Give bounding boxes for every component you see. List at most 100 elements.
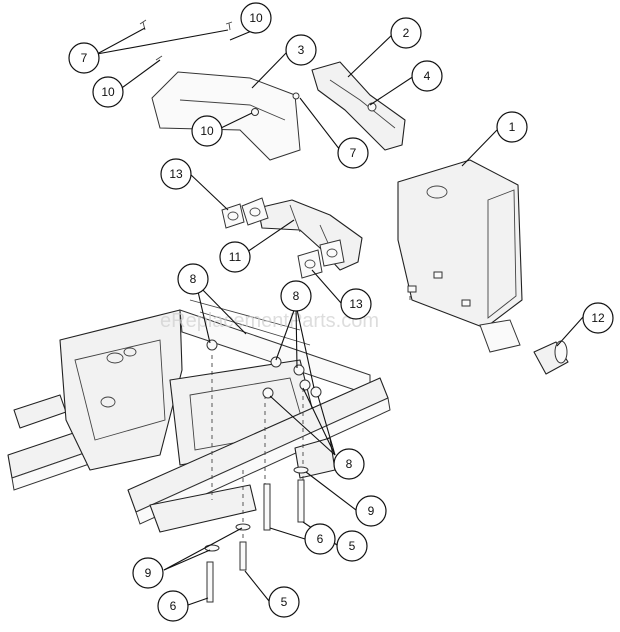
callout-8c: 8 (333, 448, 365, 480)
bolt-5-upper (297, 479, 305, 523)
callout-8b: 8 (280, 280, 312, 312)
gasket-upper-2 (241, 197, 269, 226)
gasket-lower-2-hole (326, 248, 338, 258)
leader-13b (311, 269, 342, 304)
bolt-6-upper (263, 483, 271, 531)
leader-8c-3 (317, 395, 336, 456)
callout-10c-label: 10 (200, 124, 214, 138)
gasket-upper-2-hole (249, 207, 261, 217)
bracket-screw (251, 108, 259, 116)
shield-bolt-2 (407, 285, 417, 293)
washer-10-left (155, 55, 163, 61)
callout-9a: 9 (355, 495, 387, 527)
tailpipe-mouth (554, 340, 568, 364)
callout-13b: 13 (340, 288, 372, 320)
callout-9a-label: 9 (368, 504, 375, 518)
callout-9b-label: 9 (145, 566, 152, 580)
heat-shield-body (311, 61, 406, 151)
leader-9a (305, 471, 357, 511)
callout-10a-label: 10 (249, 11, 263, 25)
callout-10c: 10 (191, 115, 223, 147)
muffler-shield-body (397, 159, 523, 329)
leader-8b-1 (275, 304, 297, 361)
leader-6b (187, 597, 209, 606)
callout-1-label: 1 (509, 120, 516, 134)
shield-bolt-1 (433, 271, 443, 279)
callout-11: 11 (219, 241, 251, 273)
lower-cross-member (149, 484, 257, 533)
callout-5b: 5 (268, 586, 300, 618)
callout-4: 4 (411, 60, 443, 92)
callout-10b: 10 (92, 76, 124, 108)
bolts-and-washers (204, 466, 309, 603)
callout-7a-label: 7 (81, 51, 88, 65)
callout-8c-label: 8 (346, 457, 353, 471)
callout-2-label: 2 (403, 26, 410, 40)
callout-7a: 7 (68, 42, 100, 74)
callout-5a-label: 5 (349, 539, 356, 553)
callout-11-label: 11 (229, 250, 242, 264)
nut-8-center-2 (293, 364, 305, 376)
callout-8a: 8 (177, 263, 209, 295)
callouts: 1 2 3 4 5 5 6 6 7 7 8 8 8 9 9 10 10 10 1… (68, 2, 614, 622)
exhaust-bracket-body (151, 71, 301, 161)
leader-6a (269, 527, 306, 540)
gasket-lower-1-hole (304, 259, 316, 269)
callout-12-label: 12 (591, 311, 605, 325)
exhaust-bracket-fold (179, 99, 286, 121)
screw-10-top (225, 21, 233, 31)
callout-6a: 6 (304, 523, 336, 555)
gasket-lower-2 (319, 239, 345, 267)
watermark-text: eReplacementParts.com (160, 310, 379, 332)
callout-7b-label: 7 (350, 146, 357, 160)
callout-3: 3 (285, 34, 317, 66)
leader-8c-1 (269, 395, 336, 456)
callout-7b: 7 (337, 137, 369, 169)
bolt-6-lower (206, 561, 214, 603)
callout-8b-label: 8 (293, 289, 300, 303)
leader-7a-1 (96, 27, 146, 55)
leader-9b-1 (163, 527, 243, 571)
callout-1: 1 (496, 111, 528, 143)
leader-8a-2 (195, 282, 247, 335)
leader-13a (188, 172, 229, 211)
tailpipe-adapter (533, 340, 569, 375)
leader-8b-2 (295, 304, 298, 369)
leader-5b (244, 570, 270, 602)
callout-6a-label: 6 (317, 532, 324, 546)
frame-left-housing (59, 309, 183, 471)
callout-3-label: 3 (298, 43, 305, 57)
callout-2: 2 (390, 17, 422, 49)
leader-10c (220, 112, 253, 129)
frame-hole-1 (106, 352, 124, 364)
callout-13b-label: 13 (349, 297, 363, 311)
callout-9b: 9 (132, 557, 164, 589)
leader-11 (246, 219, 295, 253)
leader-2 (347, 32, 395, 78)
frame-left-panel (74, 339, 166, 441)
left-stub (13, 394, 67, 429)
leader-3 (251, 49, 290, 89)
gasket-upper-1-hole (227, 211, 239, 221)
callout-8a-label: 8 (190, 272, 197, 286)
washer-9-a (235, 523, 251, 531)
leader-8c-2 (302, 387, 336, 456)
leader-1 (461, 129, 498, 167)
leader-10b (118, 59, 161, 91)
callout-10b-label: 10 (101, 85, 115, 99)
nut-8-center-3 (299, 379, 311, 391)
nut-8-center-4 (310, 386, 322, 398)
washer-9-c (293, 466, 309, 474)
callout-5b-label: 5 (281, 595, 288, 609)
leader-4 (369, 75, 415, 106)
muffler-outlet (479, 319, 521, 353)
muffler-shield-hole (426, 185, 448, 199)
callout-12: 12 (582, 302, 614, 334)
small-hardware-top (139, 19, 233, 61)
exhaust-bracket (151, 71, 301, 161)
leader-12 (556, 316, 584, 347)
frame-assembly (7, 299, 391, 533)
bracket-washer (292, 92, 300, 100)
